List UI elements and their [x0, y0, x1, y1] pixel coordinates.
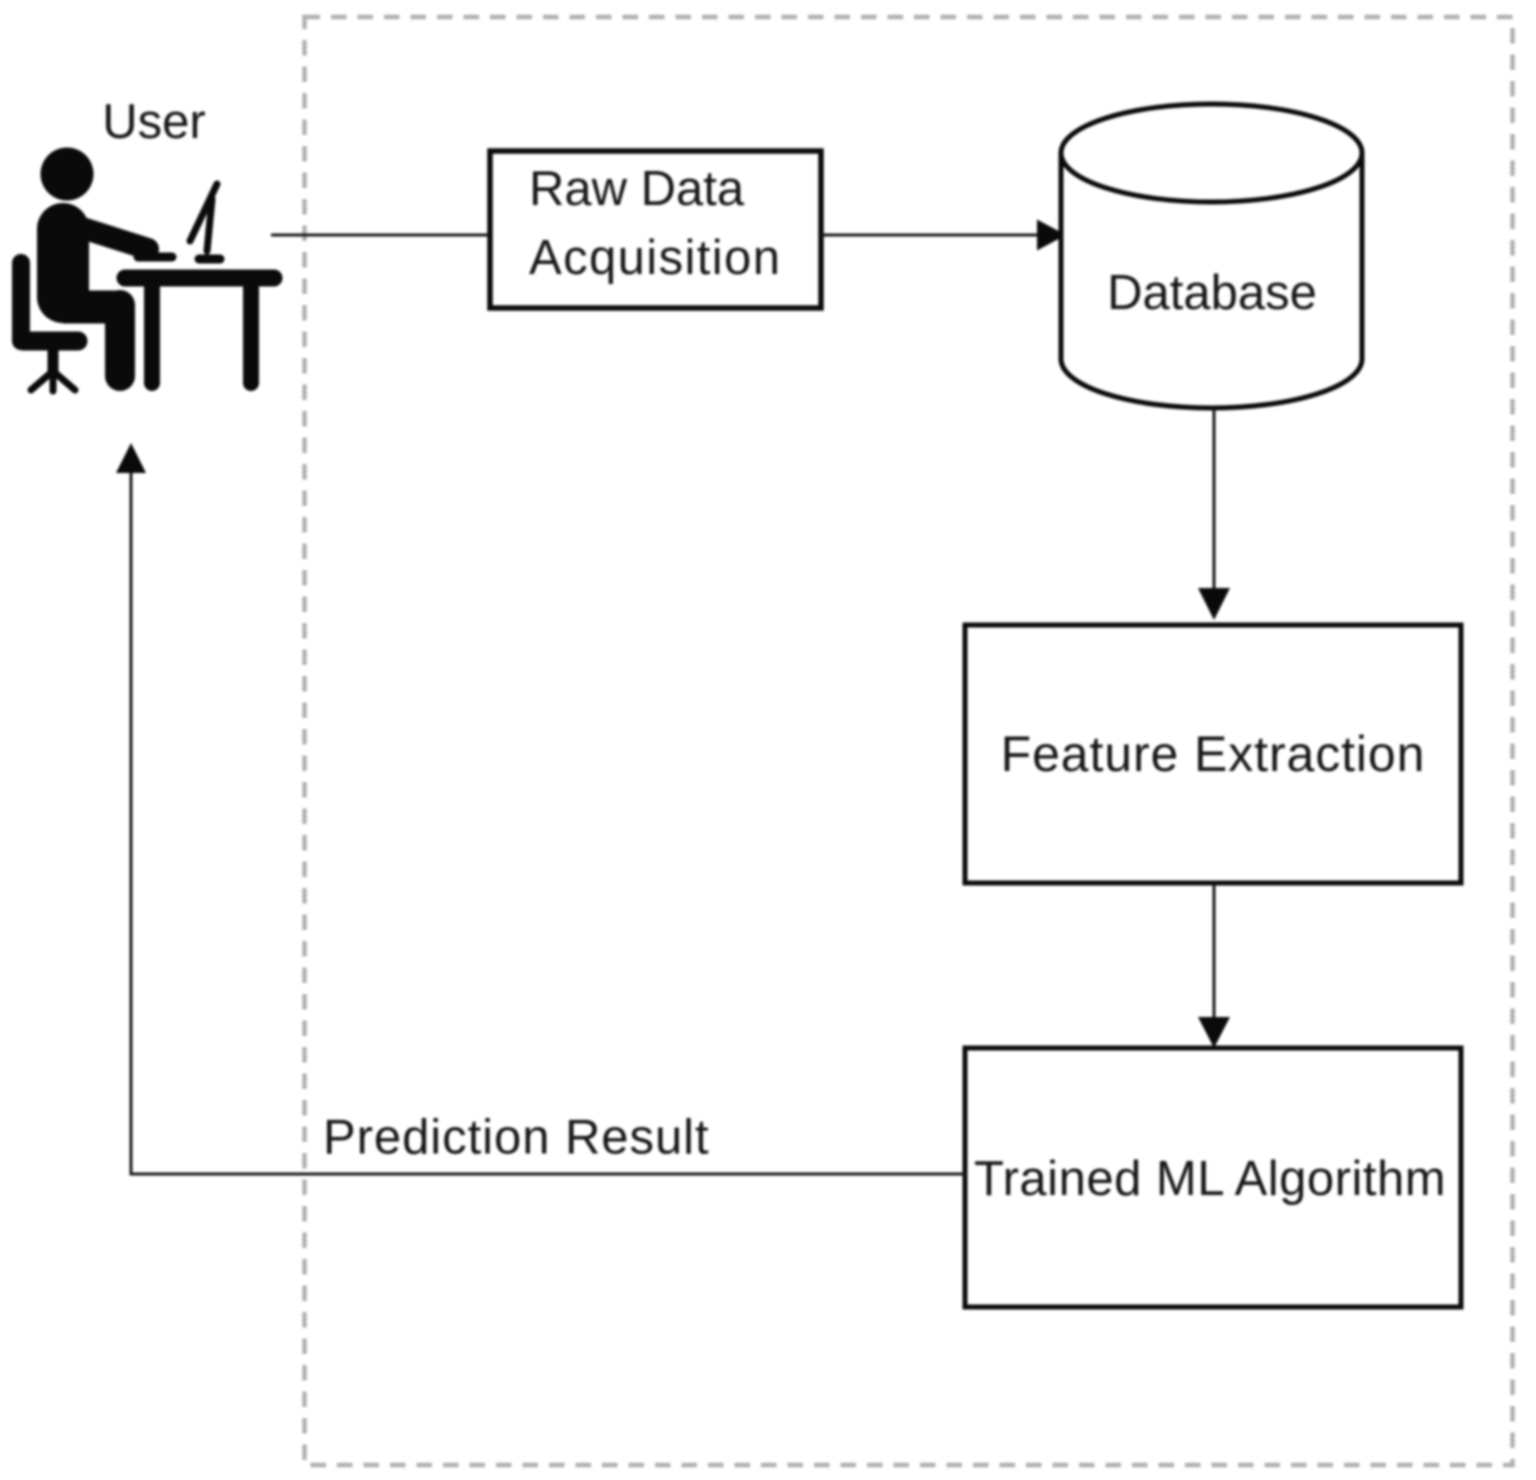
svg-text:Feature Extraction: Feature Extraction [1001, 726, 1426, 782]
svg-text:Acquisition: Acquisition [529, 231, 781, 285]
svg-text:Database: Database [1107, 266, 1317, 320]
svg-text:User: User [102, 95, 205, 149]
svg-text:Prediction Result: Prediction Result [323, 1111, 710, 1165]
svg-text:Trained ML Algorithm: Trained ML Algorithm [974, 1152, 1446, 1206]
svg-text:Raw Data: Raw Data [529, 162, 745, 216]
